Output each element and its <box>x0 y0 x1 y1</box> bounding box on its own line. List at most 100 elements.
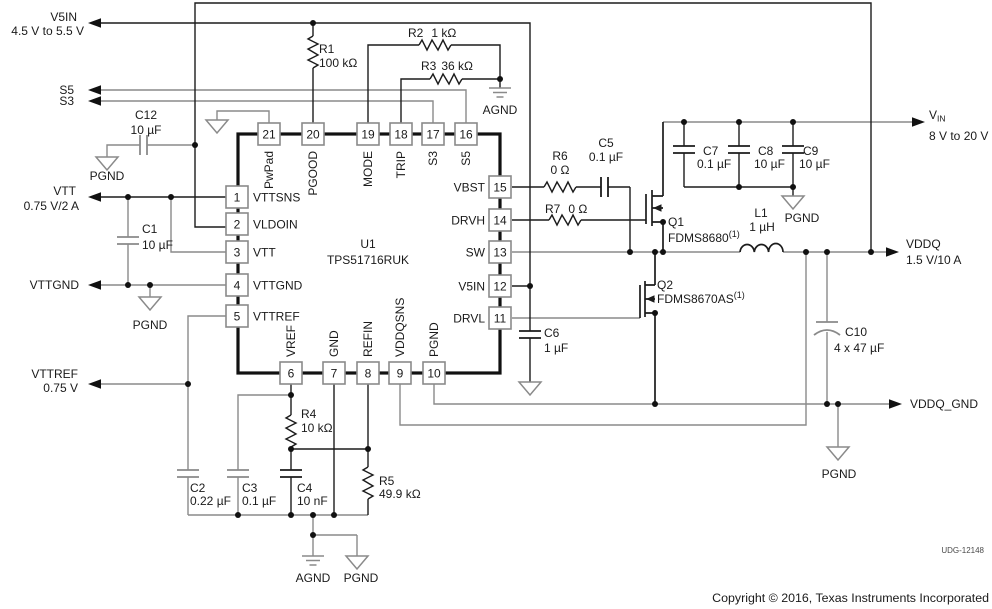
pin-name: VREF <box>284 325 298 357</box>
pin-number: 20 <box>306 128 320 142</box>
pin-2: 2 VLDOIN <box>225 212 298 236</box>
wire-pwpad-gnd <box>216 110 270 123</box>
vttref-range: 0.75 V <box>43 381 78 395</box>
agnd-symbol-bottom <box>301 555 325 566</box>
pin-11: 11 DRVL <box>453 306 512 330</box>
mosfet-q1 <box>645 122 664 252</box>
vttgnd-label: VTTGND <box>30 278 80 292</box>
capacitor-c8 <box>727 145 751 154</box>
wire-vddqsns <box>399 252 807 426</box>
r1-ref: R1 <box>319 42 335 56</box>
c5-value: 0.1 µF <box>589 150 623 164</box>
vddqgnd-label: VDDQ_GND <box>910 397 978 411</box>
c9-value: 10 µF <box>799 157 830 171</box>
resistor-r5 <box>362 466 374 500</box>
pin-name: DRVH <box>451 214 485 228</box>
c6-value: 1 µF <box>544 341 568 355</box>
c4-ref: C4 <box>297 481 313 495</box>
capacitor-c3 <box>226 469 250 478</box>
pin-number: 3 <box>234 246 241 260</box>
ground-labels: PGND PGND AGND AGND PGND PGND PGND <box>90 103 857 585</box>
vtt-label: VTT <box>53 184 76 198</box>
c1-value: 10 µF <box>142 238 173 252</box>
pin-number: 5 <box>234 310 241 324</box>
pgnd-label-bottom: PGND <box>344 571 379 585</box>
capacitors <box>116 134 841 478</box>
pin-8: 8 REFIN <box>356 321 380 385</box>
pin-name: PGOOD <box>306 151 320 196</box>
pin-name: MODE <box>361 151 375 187</box>
capacitor-c2 <box>176 469 200 478</box>
wire-agnd-bus <box>188 514 368 556</box>
pin-name: V5IN <box>458 280 485 294</box>
r1-value: 100 kΩ <box>319 56 357 70</box>
pin-number: 17 <box>426 128 440 142</box>
agnd-label-bottom: AGND <box>296 571 331 585</box>
resistor-r6 <box>543 181 577 193</box>
pin-number: 2 <box>234 218 241 232</box>
capacitor-c7 <box>672 145 696 154</box>
c10-ref: C10 <box>845 325 867 339</box>
pin-6: 6 VREF <box>279 325 303 385</box>
c6-ref: C6 <box>544 326 560 340</box>
wire-vddq-to-vldoin <box>194 2 872 252</box>
pin-name: REFIN <box>361 321 375 357</box>
pgnd-label-vddqgnd: PGND <box>822 467 857 481</box>
resistor-r4 <box>285 414 297 448</box>
wire-r2 <box>367 44 501 123</box>
pin-number: 18 <box>394 128 408 142</box>
wire-c12 <box>106 144 195 157</box>
pin-name: DRVL <box>453 312 485 326</box>
v5in-range: 4.5 V to 5.5 V <box>11 24 84 38</box>
vin-label: VIN <box>929 108 946 124</box>
r4-value: 10 kΩ <box>301 421 333 435</box>
pin-number: 16 <box>459 128 473 142</box>
q2-ref: Q2 <box>657 278 673 292</box>
vtt-arrow-icon <box>88 192 101 202</box>
c2-value: 0.22 µF <box>190 494 231 508</box>
wire-c3 <box>237 394 291 515</box>
capacitor-c12 <box>139 134 148 156</box>
pin-number: 6 <box>288 367 295 381</box>
c12-ref: C12 <box>135 108 157 122</box>
r5-ref: R5 <box>379 474 395 488</box>
vin-range: 8 V to 20 V <box>929 129 988 143</box>
vin-arrow-icon <box>912 117 925 127</box>
pgnd-label-input-caps: PGND <box>785 211 820 225</box>
vddq-range: 1.5 V/10 A <box>906 253 961 267</box>
pin-number: 8 <box>365 367 372 381</box>
pin-name: VLDOIN <box>253 218 298 232</box>
q1-body-arrow-icon <box>653 204 662 212</box>
capacitor-c9 <box>781 145 805 154</box>
r6-ref: R6 <box>552 149 568 163</box>
pin-number: 21 <box>262 128 276 142</box>
wire-s3 <box>101 100 434 123</box>
pin-name: VBST <box>454 181 486 195</box>
pin-name: GND <box>327 330 341 357</box>
vddq-arrow-icon <box>886 247 899 257</box>
l1-ref: L1 <box>754 206 768 220</box>
pin-number: 15 <box>493 181 507 195</box>
pin-name: SW <box>466 246 486 260</box>
v5in-label: V5IN <box>50 10 77 24</box>
vtt-range: 0.75 V/2 A <box>24 199 79 213</box>
c8-ref: C8 <box>758 144 774 158</box>
c12-value: 10 µF <box>131 123 162 137</box>
capacitor-c4 <box>279 469 303 478</box>
pin-name: VDDQSNS <box>393 298 407 357</box>
q1-ref: Q1 <box>668 215 684 229</box>
capacitor-c10-plate-bottom <box>813 329 841 336</box>
capacitor-c5 <box>600 176 609 198</box>
pin-name: VTTSNS <box>253 191 300 205</box>
pin-number: 13 <box>493 246 507 260</box>
pin-number: 11 <box>494 312 507 326</box>
